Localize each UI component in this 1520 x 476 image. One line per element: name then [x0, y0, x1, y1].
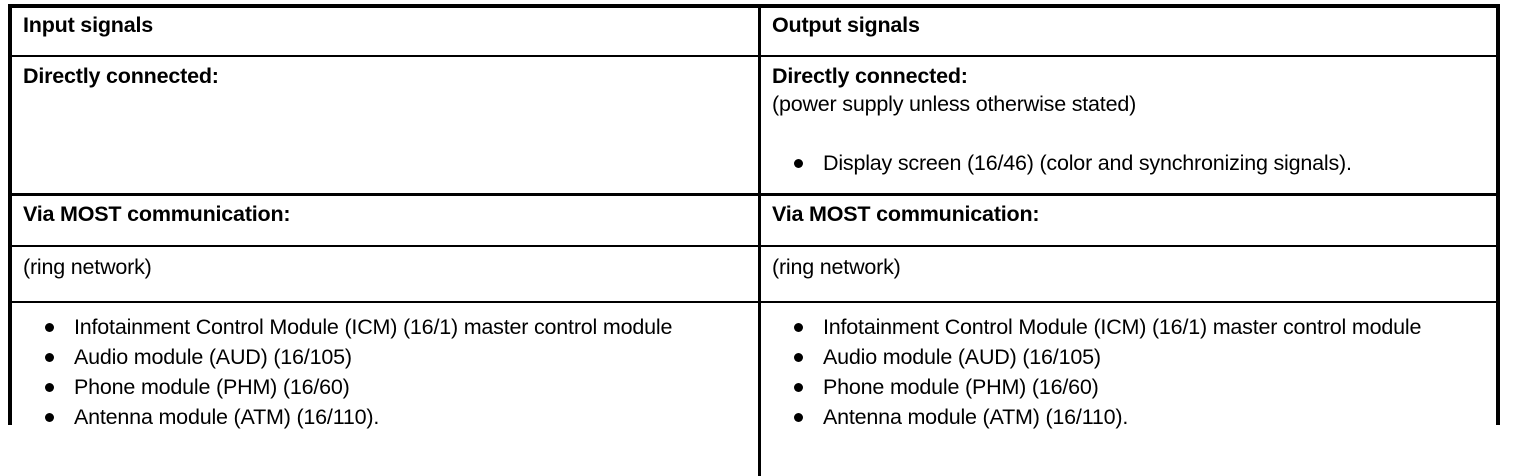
table-row-module-list: Infotainment Control Module (ICM) (16/1)… — [12, 301, 1496, 476]
cell-output-via-most: Via MOST communication: — [761, 196, 1496, 245]
list-item: Antenna module (ATM) (16/110). — [23, 402, 748, 432]
bullet-dot-icon — [45, 383, 54, 392]
output-module-list: Infotainment Control Module (ICM) (16/1)… — [772, 312, 1486, 432]
cell-input-module-list: Infotainment Control Module (ICM) (16/1)… — [12, 303, 761, 476]
input-directly-connected-label: Directly connected: — [23, 64, 219, 88]
list-item: Audio module (AUD) (16/105) — [23, 342, 748, 372]
output-ring-network-note: (ring network) — [772, 255, 901, 279]
bullet-dot-icon — [45, 323, 54, 332]
list-item: Antenna module (ATM) (16/110). — [772, 402, 1486, 432]
list-item-label: Audio module (AUD) (16/105) — [74, 345, 352, 369]
output-directly-connected-list: Display screen (16/46) (color and synchr… — [772, 148, 1486, 178]
cell-output-directly-connected: Directly connected: (power supply unless… — [761, 57, 1496, 193]
output-directly-connected-label: Directly connected: — [772, 64, 968, 88]
list-item-label: Display screen (16/46) (color and synchr… — [823, 151, 1352, 175]
column-header-output-signals: Output signals — [772, 13, 920, 37]
cell-input-ring-network: (ring network) — [12, 247, 761, 301]
input-ring-network-note: (ring network) — [23, 255, 152, 279]
list-item: Phone module (PHM) (16/60) — [23, 372, 748, 402]
output-via-most-label: Via MOST communication: — [772, 202, 1040, 226]
bullet-dot-icon — [794, 323, 803, 332]
list-item-label: Phone module (PHM) (16/60) — [823, 375, 1099, 399]
header-cell-input-signals: Input signals — [12, 8, 761, 55]
bullet-dot-icon — [45, 413, 54, 422]
list-item-label: Antenna module (ATM) (16/110). — [74, 405, 380, 429]
list-item: Display screen (16/46) (color and synchr… — [772, 148, 1486, 178]
list-item: Infotainment Control Module (ICM) (16/1)… — [23, 312, 748, 342]
bullet-dot-icon — [794, 159, 803, 168]
table-row-ring-network: (ring network) (ring network) — [12, 245, 1496, 301]
cell-input-via-most: Via MOST communication: — [12, 196, 761, 245]
bullet-dot-icon — [794, 383, 803, 392]
table-row-directly-connected: Directly connected: Directly connected: … — [12, 55, 1496, 193]
list-item-label: Infotainment Control Module (ICM) (16/1)… — [74, 315, 673, 339]
cell-output-ring-network: (ring network) — [761, 247, 1496, 301]
list-item: Audio module (AUD) (16/105) — [772, 342, 1486, 372]
page-canvas: Input signals Output signals Directly co… — [8, 4, 1500, 476]
bullet-dot-icon — [794, 413, 803, 422]
list-item: Phone module (PHM) (16/60) — [772, 372, 1486, 402]
header-cell-output-signals: Output signals — [761, 8, 1496, 55]
list-item: Infotainment Control Module (ICM) (16/1)… — [772, 312, 1486, 342]
table-row-via-most: Via MOST communication: Via MOST communi… — [12, 193, 1496, 245]
table-header-row: Input signals Output signals — [12, 8, 1496, 55]
cell-input-directly-connected: Directly connected: — [12, 57, 761, 193]
input-via-most-label: Via MOST communication: — [23, 202, 291, 226]
bullet-dot-icon — [794, 353, 803, 362]
cell-output-module-list: Infotainment Control Module (ICM) (16/1)… — [761, 303, 1496, 476]
input-module-list: Infotainment Control Module (ICM) (16/1)… — [23, 312, 748, 432]
signal-table: Input signals Output signals Directly co… — [8, 4, 1500, 476]
list-item-label: Infotainment Control Module (ICM) (16/1)… — [823, 315, 1422, 339]
output-power-supply-note: (power supply unless otherwise stated) — [772, 92, 1137, 116]
bullet-dot-icon — [45, 353, 54, 362]
list-item-label: Phone module (PHM) (16/60) — [74, 375, 350, 399]
list-item-label: Audio module (AUD) (16/105) — [823, 345, 1101, 369]
column-header-input-signals: Input signals — [23, 13, 153, 37]
list-item-label: Antenna module (ATM) (16/110). — [823, 405, 1129, 429]
